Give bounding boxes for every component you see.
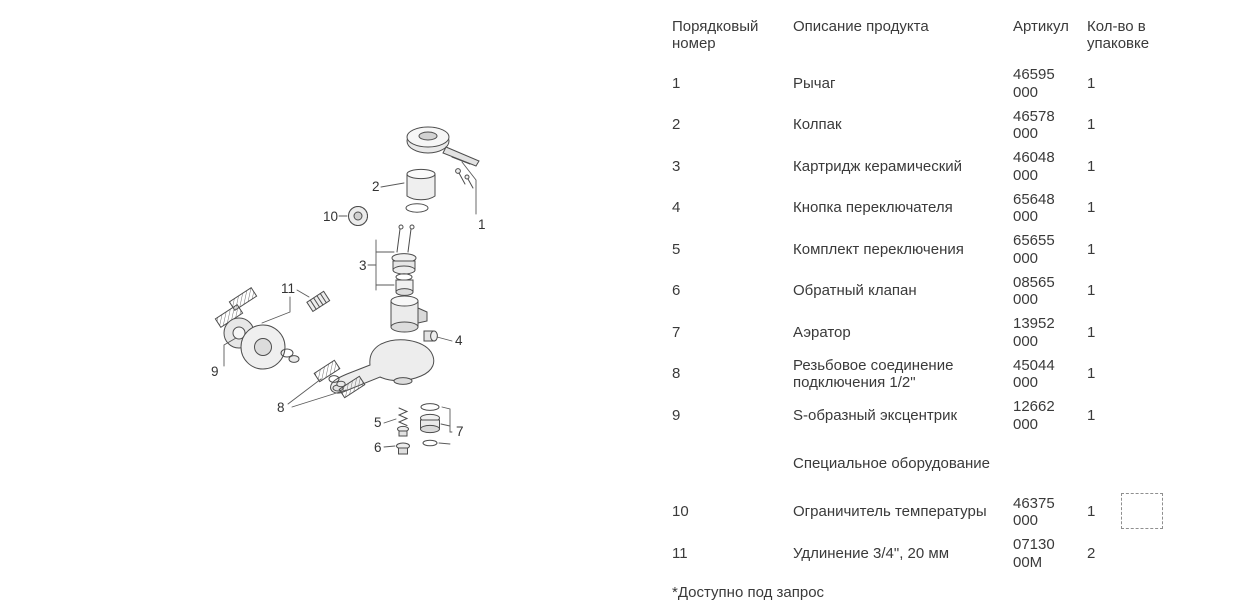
table-row: 7 Аэратор 13952 000 1 [672,312,1192,354]
dashed-placeholder-box [1121,493,1163,530]
header-article: Артикул [1013,18,1069,35]
cell-article: 65648 000 [1013,190,1055,226]
part-temperature-limiter [348,206,368,226]
cell-quantity: 1 [1087,365,1096,383]
callout-6: 6 [374,440,382,455]
cell-article: 07130 00M [1013,536,1055,571]
table-row: 11 Удлинение 3/4", 20 мм 07130 00M 2 [672,533,1192,575]
part-diverter-set [397,407,409,437]
cell-quantity: 1 [1087,199,1096,217]
table-row: 6 Обратный клапан 08565 000 1 [672,270,1192,312]
header-description: Описание продукта [793,18,929,35]
footnote: *Доступно под запрос [672,584,825,602]
callout-3: 3 [359,258,367,273]
part-cartridge [391,253,417,296]
cell-article: 12662 000 [1013,398,1055,433]
section-header-row: Специальное оборудование [672,436,1192,491]
cell-description: Аэратор [793,323,851,341]
table-row: 10 Ограничитель температуры 46375 000 1 [672,491,1192,533]
cell-quantity: 1 [1087,157,1096,175]
callout-5: 5 [374,415,382,430]
part-threaded-unions [313,359,366,399]
cell-article: 46375 000 [1013,494,1055,530]
cell-description: Резьбовое соединение подключения 1/2" [793,356,954,392]
table-header-row: Порядковый номер Описание продукта Артик… [672,14,1192,53]
part-o-ring [405,203,429,213]
part-check-valve [396,442,410,455]
part-lever [406,126,480,167]
cell-part-number: 8 [672,365,681,383]
part-aerator [420,403,440,447]
header-part-number: Порядковый номер [672,18,759,53]
callout-7: 7 [456,424,464,439]
cell-description: Кнопка переключателя [793,199,953,217]
callout-2: 2 [372,179,380,194]
part-screws [455,168,474,189]
leader-lines [223,161,477,448]
table-row: 3 Картридж керамический 46048 000 1 [672,146,1192,188]
cell-article: 13952 000 [1013,315,1055,350]
table-row: 8 Резьбовое соединение подключения 1/2" … [672,353,1192,395]
cell-description: Ограничитель температуры [793,503,987,521]
part-cartridge-housing [390,295,428,333]
cell-quantity: 1 [1087,323,1096,341]
part-extensions [306,290,331,313]
cell-part-number: 11 [672,544,688,562]
cell-quantity: 1 [1087,503,1096,521]
cell-description: Колпак [793,116,842,134]
section-title: Специальное оборудование [793,455,991,473]
callout-11: 11 [281,281,295,296]
cell-description: Удлинение 3/4", 20 мм [793,544,950,562]
cell-quantity: 2 [1087,544,1096,562]
table-row: 1 Рычаг 46595 000 1 [672,63,1192,105]
part-cap [406,168,436,201]
header-quantity: Кол-во в упаковке [1087,18,1150,53]
part-cartridge-screws [396,224,415,253]
callout-10: 10 [323,209,338,224]
part-s-union-group [214,287,300,370]
cell-description: Рычаг [793,74,836,92]
cell-part-number: 10 [672,503,689,521]
callout-4: 4 [455,333,463,348]
callout-labels: 1 2 3 4 5 6 7 8 9 10 11 [211,179,486,455]
table-row: 5 Комплект переключения 65655 000 1 [672,229,1192,271]
cell-article: 46048 000 [1013,149,1055,184]
cell-article: 45044 000 [1013,356,1055,392]
cell-article: 46578 000 [1013,107,1055,143]
cell-part-number: 7 [672,323,681,341]
cell-quantity: 1 [1087,74,1096,92]
part-diverter-knob [423,330,438,342]
callout-8: 8 [277,400,285,415]
cell-quantity: 1 [1087,240,1096,258]
cell-quantity: 1 [1087,282,1096,300]
cell-part-number: 5 [672,240,681,258]
cell-description: Комплект переключения [793,240,964,258]
cell-article: 65655 000 [1013,232,1055,267]
cell-description: S-образный эксцентрик [793,406,958,424]
cell-part-number: 3 [672,157,681,175]
cell-description: Картридж керамический [793,157,963,175]
cell-description: Обратный клапан [793,282,917,300]
cell-quantity: 1 [1087,406,1096,424]
cell-part-number: 1 [672,74,681,92]
cell-quantity: 1 [1087,116,1096,134]
callout-9: 9 [211,364,219,379]
table-row: 9 S-образный эксцентрик 12662 000 1 [672,395,1192,437]
cell-part-number: 9 [672,406,681,424]
table-row: 4 Кнопка переключателя 65648 000 1 [672,187,1192,229]
cell-part-number: 2 [672,116,681,134]
table-row: 2 Колпак 46578 000 1 [672,104,1192,146]
cell-part-number: 6 [672,282,681,300]
parts-table: Порядковый номер Описание продукта Артик… [672,14,1192,602]
cell-article: 08565 000 [1013,273,1055,309]
cell-part-number: 4 [672,199,681,217]
cell-article: 46595 000 [1013,66,1055,101]
callout-1: 1 [478,217,486,232]
exploded-diagram: 1 2 3 4 5 6 7 8 9 10 11 [211,126,486,455]
